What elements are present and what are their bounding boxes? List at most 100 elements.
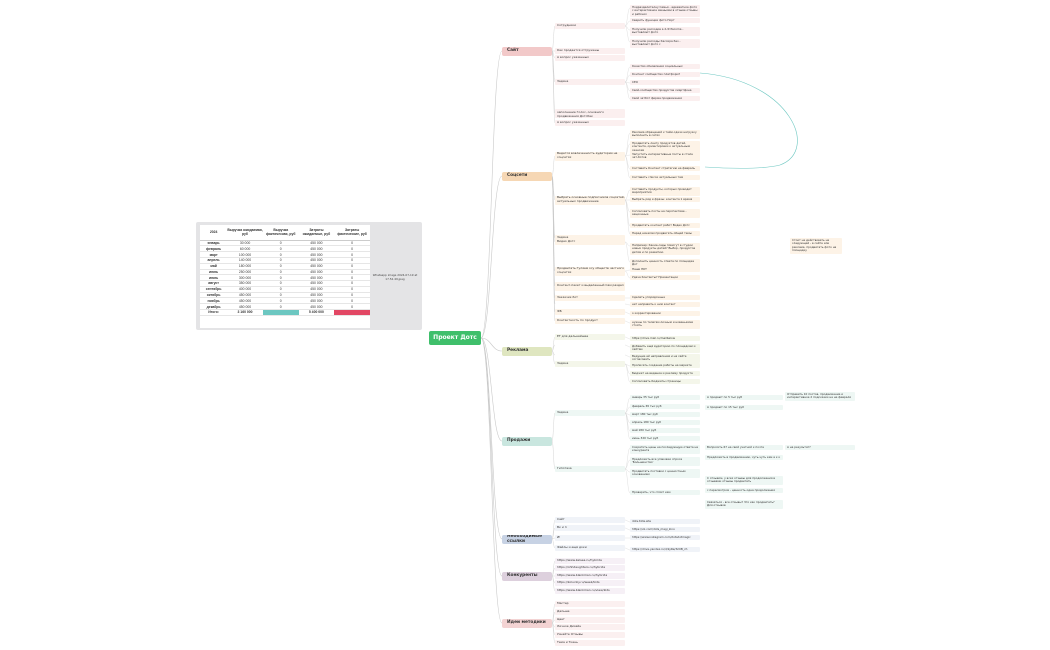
detail-node[interactable]: Предложить в продвижению, чуть-чуть кем …: [705, 455, 783, 461]
branch-node[interactable]: Реклама: [502, 346, 552, 356]
table-cell: 0: [334, 240, 370, 247]
root-node[interactable]: Проект Дотс: [429, 331, 481, 345]
sub-node[interactable]: https://koluckiy.ru/week/kids: [555, 580, 625, 586]
sub-node[interactable]: А вопрос указанных: [555, 55, 625, 61]
detail-node[interactable]: С отзывом, у всех отзывы для продолжения…: [705, 476, 783, 485]
leaf-node[interactable]: Подразделителну Семья - адекватное фото …: [630, 5, 700, 18]
leaf-node[interactable]: Предложить все упаковки спроса 'Большинс…: [630, 457, 700, 466]
sub-node[interactable]: Гипотеза: [555, 466, 625, 472]
leaf-node[interactable]: Продвигать контент работ Видео Дотс: [630, 223, 700, 229]
leaf-node[interactable]: май 180 тыс руб: [630, 428, 700, 434]
sub-node[interactable]: Задача: [555, 410, 625, 416]
leaf-node[interactable]: https://www.instagram.com/dotsdotmagic: [630, 535, 700, 541]
leaf-node[interactable]: Составить список актуальных тем: [630, 175, 700, 181]
leaf-node[interactable]: Контент сообщество платформ?: [630, 72, 700, 78]
leaf-node[interactable]: Реклама обращений к тайм-сдачи нагрузку …: [630, 130, 700, 139]
leaf-node[interactable]: https://drive.mail.ru/mailbelow: [630, 336, 700, 342]
sub-node[interactable]: Как продается отгружены: [555, 48, 625, 54]
sub-node[interactable]: https://www.blankman.ru/view/kids: [555, 588, 625, 594]
sub-node[interactable]: Мастер: [555, 601, 625, 607]
detail-node[interactable]: А на результат?: [785, 445, 855, 451]
leaf-node[interactable]: апрель 180 тыс руб: [630, 420, 700, 426]
sub-node[interactable]: https://www.blankman.ru/hybrida: [555, 573, 625, 579]
detail-node[interactable]: Вопросить 67 на свой учетной к почте: [705, 445, 783, 451]
leaf-node[interactable]: Продвигать поставки с ценностным основан…: [630, 469, 700, 478]
sub-node[interactable]: Личное Дизайн: [555, 624, 625, 630]
leaf-node[interactable]: Качество обновления социальных: [630, 64, 700, 70]
sub-node[interactable]: Выбрать основные подписчиков соцсетей, а…: [555, 195, 625, 205]
sub-node[interactable]: Файлы и ещё доки: [555, 545, 625, 551]
branch-node[interactable]: Идеи методики: [502, 618, 552, 628]
sub-node[interactable]: https://www.kelsea.ru/hybrida: [555, 558, 625, 564]
leaf-node[interactable]: Сделать упорядочные: [630, 295, 700, 301]
sub-node[interactable]: А вопрос указанных: [555, 120, 625, 126]
sub-node[interactable]: Сайт: [555, 517, 625, 523]
leaf-node[interactable]: Запустить интерактивные посты в стиле ча…: [630, 152, 700, 161]
leaf-node[interactable]: Перед началом продвигать общей темы: [630, 231, 700, 237]
leaf-node[interactable]: Согласовать бюджеты страницы: [630, 379, 700, 385]
leaf-node[interactable]: Составить продукты, которых проводит мер…: [630, 187, 700, 196]
leaf-node[interactable]: Проверить, что сплит кем: [630, 490, 700, 496]
sub-node[interactable]: Тема и Ткань: [555, 640, 625, 646]
sub-node[interactable]: Контактность по продукт: [555, 318, 625, 324]
leaf-node[interactable]: Получили расходов а 2-Ф Pacoma - выставл…: [630, 27, 700, 36]
sub-node[interactable]: Дальше: [555, 609, 625, 615]
leaf-node[interactable]: Бюджет на ведение и рекламу продукта: [630, 371, 700, 377]
sub-node[interactable]: https://ohhdaughters.ru/hybrida: [555, 565, 625, 571]
branch-node[interactable]: Продажи: [502, 436, 552, 446]
sub-node[interactable]: Заказчик бот: [555, 295, 625, 301]
leaf-node[interactable]: https://vk.com/dots_magi_kino: [630, 527, 700, 533]
sub-node[interactable]: Задача: [555, 361, 625, 367]
leaf-node[interactable]: Прописать создание работы на маркете: [630, 363, 700, 369]
sub-node[interactable]: ЕТ для дальнейшее: [555, 334, 625, 340]
leaf-node[interactable]: Ведущие ей направления и на сайте соглас…: [630, 354, 700, 363]
leaf-node[interactable]: нет направить к ним контакт: [630, 302, 700, 308]
sub-node[interactable]: Вк и п: [555, 525, 625, 531]
leaf-node[interactable]: Сверить функции фото Норт: [630, 18, 700, 24]
leaf-node[interactable]: Наши ПКТ: [630, 267, 700, 273]
leaf-node[interactable]: dots.tilda.site: [630, 519, 700, 525]
sub-node[interactable]: Задача: [555, 79, 625, 85]
leaf-node[interactable]: СЕО: [630, 80, 700, 86]
branch-node[interactable]: Конкуренты: [502, 571, 552, 581]
leaf-node[interactable]: Согласовать посты на перспективе - акцио…: [630, 209, 700, 218]
leaf-node[interactable]: Удача Контакты? Презентации: [630, 275, 700, 281]
sub-node[interactable]: Ответственные - контент блоги, заполнени…: [555, 108, 625, 118]
branch-node[interactable]: Соцсети: [502, 171, 552, 181]
sub-node[interactable]: Цвет: [555, 617, 625, 623]
sub-node[interactable]: Видео Дотс: [555, 239, 625, 245]
sub-node[interactable]: Ведется вовлеченность аудитории на соцсе…: [555, 151, 625, 161]
branch-node[interactable]: Сайт: [502, 46, 552, 56]
sub-node[interactable]: Узнайте Отзывы: [555, 632, 625, 638]
leaf-node[interactable]: январь 35 тыс руб: [630, 395, 700, 401]
detail-node[interactable]: Связаться - все отзывы? Что как продвига…: [705, 500, 783, 509]
leaf-node[interactable]: нужны по телегам личным и новенькими сто…: [630, 320, 700, 329]
leaf-node[interactable]: Сократить цены на последующую ответа на …: [630, 445, 700, 454]
sub-node[interactable]: Продвигать Гуляем осу обществ частного с…: [555, 266, 625, 276]
leaf-node[interactable]: о корректировании: [630, 311, 700, 317]
leaf-node[interactable]: Составить Контент стратегию на февраль: [630, 166, 700, 172]
sub-node[interactable]: Контент-пакет и выделенный Сам раздел: [555, 281, 625, 291]
leaf-node[interactable]: июнь 320 тыс руб: [630, 436, 700, 442]
leaf-node[interactable]: март 180 тыс руб: [630, 412, 700, 418]
branch-node[interactable]: Необходимые ссылки: [502, 534, 552, 544]
leaf-node[interactable]: https://drive.yandex.ru/d/kyRe/3zOB_ch: [630, 547, 700, 553]
leaf-node[interactable]: Дополнить ценность ответа по площадке До…: [630, 259, 700, 268]
detail-node[interactable]: А продают по 15 тыс руб: [705, 405, 783, 411]
leaf-node[interactable]: Добавить ещё аудиторию по площадкам и са…: [630, 344, 700, 353]
leaf-node[interactable]: Продвигать ленту продуктов детей, контен…: [630, 141, 700, 154]
sub-node[interactable]: И!: [555, 535, 625, 541]
sub-node[interactable]: ФБ: [555, 309, 625, 315]
sub-node[interactable]: Сотрудники: [555, 23, 625, 29]
leaf-node[interactable]: февраль 65 тыс руб: [630, 404, 700, 410]
leaf-node[interactable]: Выбрать ряд и фразы: контента 1 время: [630, 197, 700, 203]
detail-node[interactable]: с пересмотром - ценность одна продолжени…: [705, 488, 783, 494]
leaf-node[interactable]: Свой чатбот фирма продвижения: [630, 96, 700, 102]
detail-node[interactable]: Отправить 10 постов, продвижение и интер…: [785, 392, 855, 401]
detail-node[interactable]: Стоит не действовать на следующей - в са…: [790, 238, 842, 254]
leaf-node[interactable]: Например: Какие-сады помогут в студии но…: [630, 243, 700, 256]
leaf-node[interactable]: Получили расходы Кассира без - выставляю…: [630, 39, 700, 48]
detail-node[interactable]: А продают по 5 тыс руб: [705, 395, 783, 401]
leaf-node[interactable]: Свой-сообщество продуктов смартфона: [630, 88, 700, 94]
sub-node[interactable]: Задача: [555, 235, 625, 241]
